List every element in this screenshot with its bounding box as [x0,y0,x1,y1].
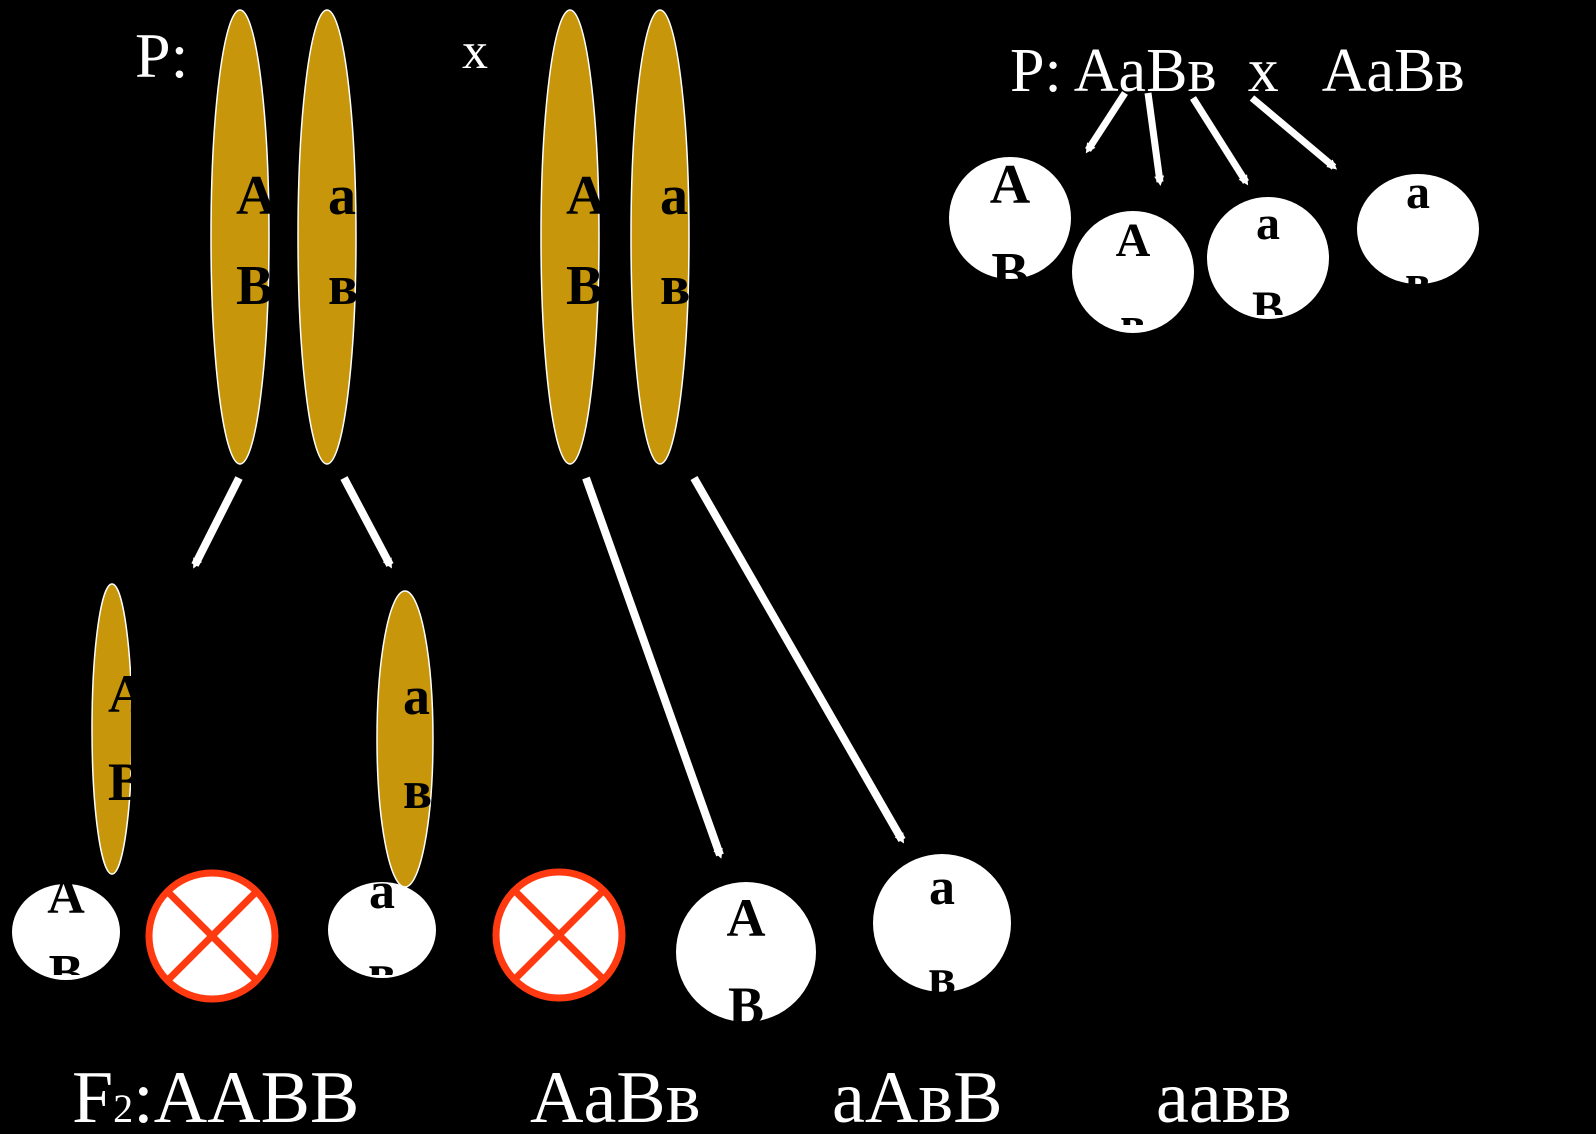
gamete-allele: B [1252,282,1284,335]
right-gamete-1: A в [1072,211,1194,351]
gene-label: A [236,165,277,227]
gamete-allele: a [1406,166,1430,219]
parent-label: P: [135,20,188,91]
gamete-allele: в [1405,256,1431,309]
gene-label: B [236,255,273,317]
gamete-allele: A [47,868,85,925]
generation-label: F [72,1057,113,1134]
arrow-icon [340,476,394,569]
gamete-allele: в [1120,298,1146,351]
gene-label: A [566,165,607,227]
right-gamete-2: a B [1207,197,1329,335]
parent1-chromosome-1: A B [210,9,277,465]
parent1-chromosome-2: a в [297,9,358,465]
gamete-2: a в [328,863,436,1002]
gamete-allele: a [1256,197,1280,250]
gene-label: в [328,255,358,317]
genotype-0: :AABB [133,1057,359,1134]
gene-label: a [403,666,430,726]
right-gamete-0: A B [949,154,1071,304]
cross-sign: x [462,23,488,80]
right-gamete-3: a в [1357,166,1479,309]
gamete-allele: в [368,945,396,1002]
arrow-icon [690,476,906,844]
arrow-icon [582,476,724,859]
right-cross-header: P: AaBв x AaBв [1010,37,1465,105]
blocked-icon [145,869,279,1003]
gamete-allele: A [990,154,1031,216]
gene-label: a [328,165,356,227]
gamete-allele: A [727,888,766,948]
arrow-icon [191,476,243,569]
daughter-chromosome-1: A B [91,583,147,875]
gene-label: a [660,165,688,227]
gene-label: в [403,760,432,820]
blocked-icon [492,868,626,1002]
gamete-allele: B [991,242,1028,304]
gamete-allele: B [728,976,764,1036]
arrow-icon [1144,92,1165,186]
genotype-3: aaвв [1156,1057,1292,1134]
gene-label: B [566,255,603,317]
daughter-chromosome-2: a в [376,590,434,888]
gene-label: в [660,255,690,317]
gamete-allele: в [928,949,956,1006]
arrow-icon [1190,96,1249,186]
gamete-0: A B [12,868,120,1002]
arrow-icon [1249,95,1338,170]
arrow-icon [1085,91,1128,154]
genotype-2: aAвB [832,1057,1003,1134]
gamete-5: a в [873,854,1011,1006]
genotype-1: AaBв [530,1057,701,1134]
gamete-allele: a [369,863,395,920]
gamete-allele: a [929,859,955,916]
gamete-allele: B [49,945,84,1002]
offspring-row: F2:AABB [72,1057,359,1134]
gamete-4: A B [676,882,816,1036]
gamete-allele: A [1116,214,1151,267]
generation-subscript: 2 [113,1086,133,1131]
parent2-chromosome-2: a в [630,9,690,465]
parent2-chromosome-1: A B [540,9,607,465]
